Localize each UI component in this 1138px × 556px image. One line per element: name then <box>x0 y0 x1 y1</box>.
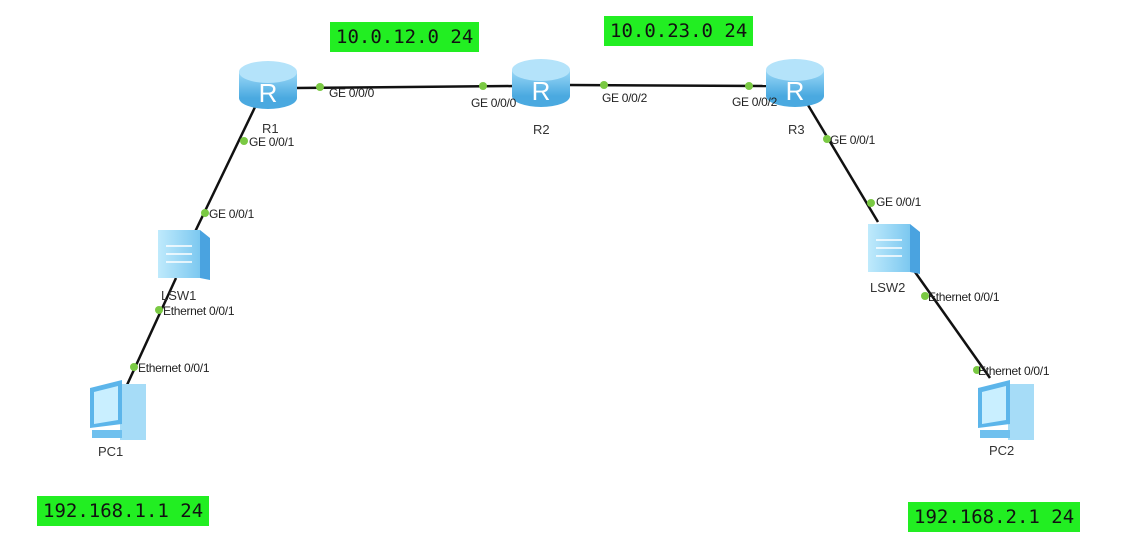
port-label: GE 0/0/0 <box>329 86 374 100</box>
port-label: GE 0/0/2 <box>602 91 647 105</box>
switch-lsw1-icon[interactable] <box>158 230 210 280</box>
router-r1-icon[interactable]: R <box>239 61 297 109</box>
device-label-pc1: PC1 <box>98 444 124 459</box>
port-label: Ethernet 0/0/1 <box>978 364 1050 378</box>
svg-text:R: R <box>532 76 551 106</box>
network-label-r1-r2: 10.0.12.0 24 <box>330 22 480 52</box>
port-label: GE 0/0/1 <box>209 207 254 221</box>
network-label-lan1: 192.168.1.1 24 <box>37 496 210 526</box>
device-label-lsw2: LSW2 <box>870 280 906 295</box>
device-label-lsw1: LSW1 <box>161 288 197 303</box>
svg-text:R: R <box>786 76 805 106</box>
network-label-r2-r3: 10.0.23.0 24 <box>604 16 754 46</box>
port-label: Ethernet 0/0/1 <box>138 361 210 375</box>
svg-text:R: R <box>259 78 278 108</box>
port-label: GE 0/0/2 <box>732 95 777 109</box>
device-label-pc2: PC2 <box>989 443 1015 458</box>
port-label: Ethernet 0/0/1 <box>163 304 235 318</box>
device-label-r2: R2 <box>533 122 550 137</box>
link-lsw2-pc2[interactable] <box>913 271 992 379</box>
port-label: GE 0/0/0 <box>471 96 516 110</box>
device-label-r1: R1 <box>262 121 279 136</box>
link-r1-r2[interactable] <box>294 84 516 90</box>
switch-lsw2-icon[interactable] <box>868 224 920 274</box>
link-r3-lsw2[interactable] <box>806 104 880 223</box>
port-label: Ethernet 0/0/1 <box>928 290 1000 304</box>
link-r2-r3[interactable] <box>567 83 771 88</box>
router-r2-icon[interactable]: R <box>512 59 570 107</box>
port-label: GE 0/0/1 <box>830 133 875 147</box>
device-label-r3: R3 <box>788 122 805 137</box>
pc-pc2-icon[interactable] <box>978 380 1034 440</box>
port-label: GE 0/0/1 <box>249 135 294 149</box>
network-label-lan2: 192.168.2.1 24 <box>908 502 1081 532</box>
router-r3-icon[interactable]: R <box>766 59 824 107</box>
port-dots <box>130 81 981 374</box>
pc-pc1-icon[interactable] <box>90 380 146 440</box>
port-label: GE 0/0/1 <box>876 195 921 209</box>
